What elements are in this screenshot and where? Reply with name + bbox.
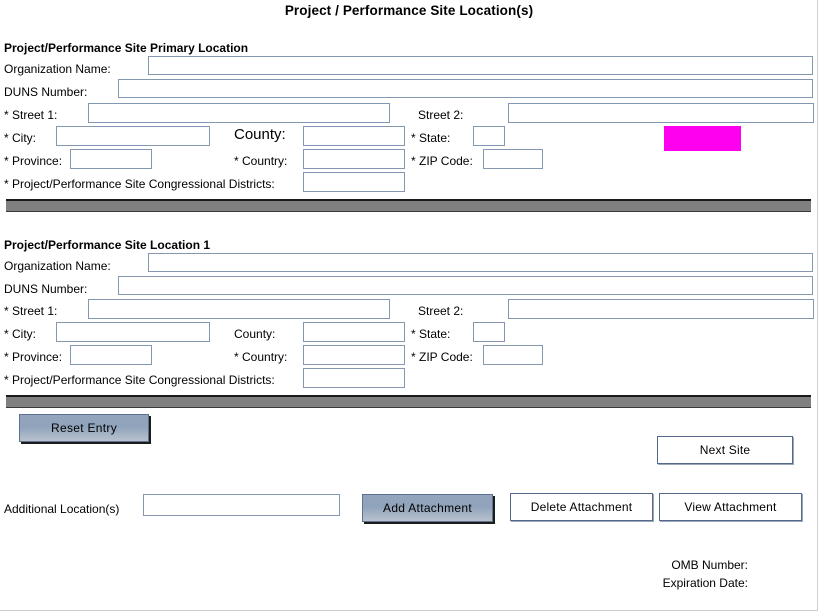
page-title: Project / Performance Site Location(s) (284, 3, 534, 18)
input-additional-locations[interactable] (143, 494, 340, 516)
label-country-primary: * Country: (234, 154, 288, 168)
label-city-location-1: * City: (4, 327, 37, 341)
label-organization-name-location-1: Organization Name: (4, 259, 111, 273)
label-state-primary: * State: (411, 131, 451, 145)
view-attachment-button[interactable]: View Attachment (659, 493, 802, 521)
label-zip-primary: * ZIP Code: (411, 154, 473, 168)
input-street2-location-1[interactable] (508, 299, 814, 319)
input-state-primary[interactable] (473, 126, 505, 146)
label-organization-name-primary: Organization Name: (4, 62, 111, 76)
label-street1-primary: * Street 1: (4, 108, 58, 122)
label-duns-number-location-1: DUNS Number: (4, 282, 88, 296)
section-heading-location-1: Project/Performance Site Location 1 (4, 238, 211, 252)
input-province-location-1[interactable] (70, 345, 152, 365)
input-duns-number-primary[interactable] (118, 79, 813, 98)
expiration-date-label: Expiration Date: (662, 576, 748, 590)
input-congressional-districts-location-1[interactable] (303, 368, 405, 388)
label-duns-number-primary: DUNS Number: (4, 85, 88, 99)
label-congressional-districts-location-1: * Project/Performance Site Congressional… (4, 373, 275, 387)
input-city-location-1[interactable] (56, 322, 210, 342)
section-separator-2 (6, 395, 811, 408)
label-street1-location-1: * Street 1: (4, 304, 58, 318)
delete-attachment-button[interactable]: Delete Attachment (510, 493, 653, 521)
input-zip-primary[interactable] (483, 149, 543, 169)
label-state-location-1: * State: (411, 327, 451, 341)
input-zip-location-1[interactable] (483, 345, 543, 365)
section-heading-primary: Project/Performance Site Primary Locatio… (4, 41, 249, 55)
input-county-location-1[interactable] (303, 322, 405, 342)
label-county-primary: County: (234, 126, 286, 143)
label-province-primary: * Province: (4, 154, 63, 168)
label-street2-location-1: Street 2: (418, 304, 464, 318)
label-zip-location-1: * ZIP Code: (411, 350, 473, 364)
label-city-primary: * City: (4, 131, 37, 145)
label-congressional-districts-primary: * Project/Performance Site Congressional… (4, 177, 275, 191)
input-organization-name-location-1[interactable] (148, 253, 813, 272)
highlight-block (664, 126, 741, 151)
input-province-primary[interactable] (70, 149, 152, 169)
input-county-primary[interactable] (303, 126, 405, 146)
label-additional-locations: Additional Location(s) (4, 502, 120, 516)
input-city-primary[interactable] (56, 126, 210, 146)
add-attachment-button[interactable]: Add Attachment (362, 494, 493, 522)
input-duns-number-location-1[interactable] (118, 276, 813, 295)
input-street2-primary[interactable] (508, 103, 814, 123)
input-country-location-1[interactable] (303, 345, 405, 365)
label-street2-primary: Street 2: (418, 108, 464, 122)
label-country-location-1: * Country: (234, 350, 288, 364)
reset-entry-button[interactable]: Reset Entry (19, 414, 149, 442)
input-street1-primary[interactable] (88, 103, 390, 123)
input-congressional-districts-primary[interactable] (303, 172, 405, 192)
input-country-primary[interactable] (303, 149, 405, 169)
label-county-location-1: County: (234, 327, 276, 341)
omb-number-label: OMB Number: (671, 558, 748, 572)
input-organization-name-primary[interactable] (148, 56, 813, 75)
input-street1-location-1[interactable] (88, 299, 390, 319)
next-site-button[interactable]: Next Site (657, 436, 793, 464)
label-province-location-1: * Province: (4, 350, 63, 364)
section-separator-1 (6, 199, 811, 212)
input-state-location-1[interactable] (473, 322, 505, 342)
